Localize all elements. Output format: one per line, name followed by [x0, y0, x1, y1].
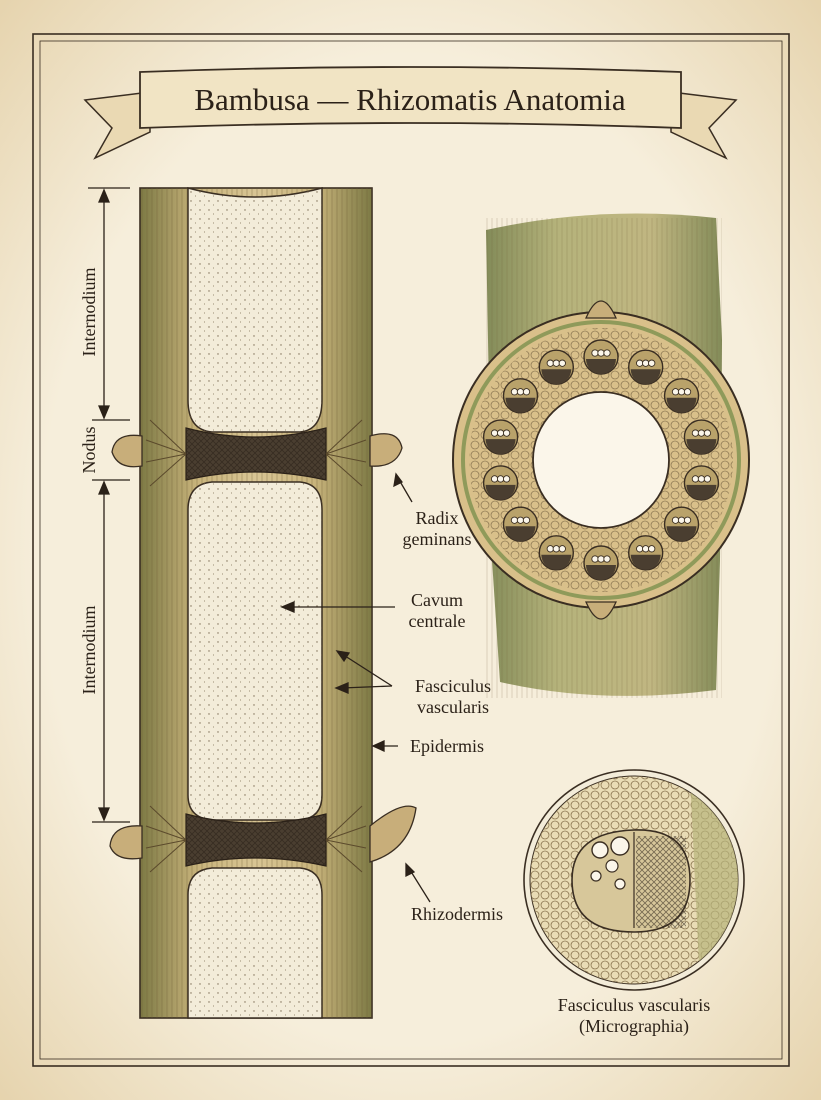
vascular-bundle [583, 545, 619, 581]
vascular-bundle [538, 535, 575, 571]
label-fasciculus-2: vascularis [417, 697, 489, 717]
vascular-bundle [683, 465, 720, 501]
outer-frame [32, 33, 790, 1067]
vascular-bundle [538, 349, 575, 385]
leader-lines [280, 472, 431, 903]
vascular-bundle [627, 535, 664, 571]
label-internodium-mid: Internodium [79, 606, 99, 695]
plate-title: Bambusa — Rhizomatis Anatomia [194, 82, 626, 117]
longitudinal-section [109, 187, 417, 1019]
vascular-bundle [663, 378, 700, 414]
vascular-bundle [583, 339, 619, 375]
label-micrograph-2: (Micrographia) [579, 1016, 689, 1037]
label-radix-1: Radix [416, 508, 459, 528]
root-right-node-1 [369, 433, 403, 467]
label-epidermis: Epidermis [410, 736, 484, 756]
cross-vascular-bundles [482, 339, 720, 581]
title-banner: Bambusa — Rhizomatis Anatomia [83, 66, 738, 160]
vascular-bundle [482, 465, 519, 501]
label-cavum-1: Cavum [411, 590, 463, 610]
vascular-bundle [482, 419, 519, 455]
label-rhizodermis: Rhizodermis [411, 904, 503, 924]
dimension-lines [88, 187, 130, 823]
micrograph [523, 769, 745, 991]
label-radix-2: geminans [403, 529, 472, 549]
vascular-bundle [683, 419, 720, 455]
cross-central-cavity [532, 391, 670, 529]
label-cavum-2: centrale [409, 611, 466, 631]
label-internodium-top: Internodium [79, 268, 99, 357]
root-left-node-1 [111, 434, 143, 468]
cross-section [452, 213, 750, 698]
vascular-bundle [502, 506, 539, 542]
root-right-node-2 [369, 805, 417, 863]
label-fasciculus-1: Fasciculus [415, 676, 491, 696]
label-nodus: Nodus [79, 426, 99, 473]
vascular-bundle [663, 506, 700, 542]
inner-frame [39, 40, 783, 1060]
vascular-bundle [502, 378, 539, 414]
vascular-bundle [627, 349, 664, 385]
label-micrograph-1: Fasciculus vascularis [558, 995, 710, 1015]
root-left-node-2 [109, 825, 143, 860]
